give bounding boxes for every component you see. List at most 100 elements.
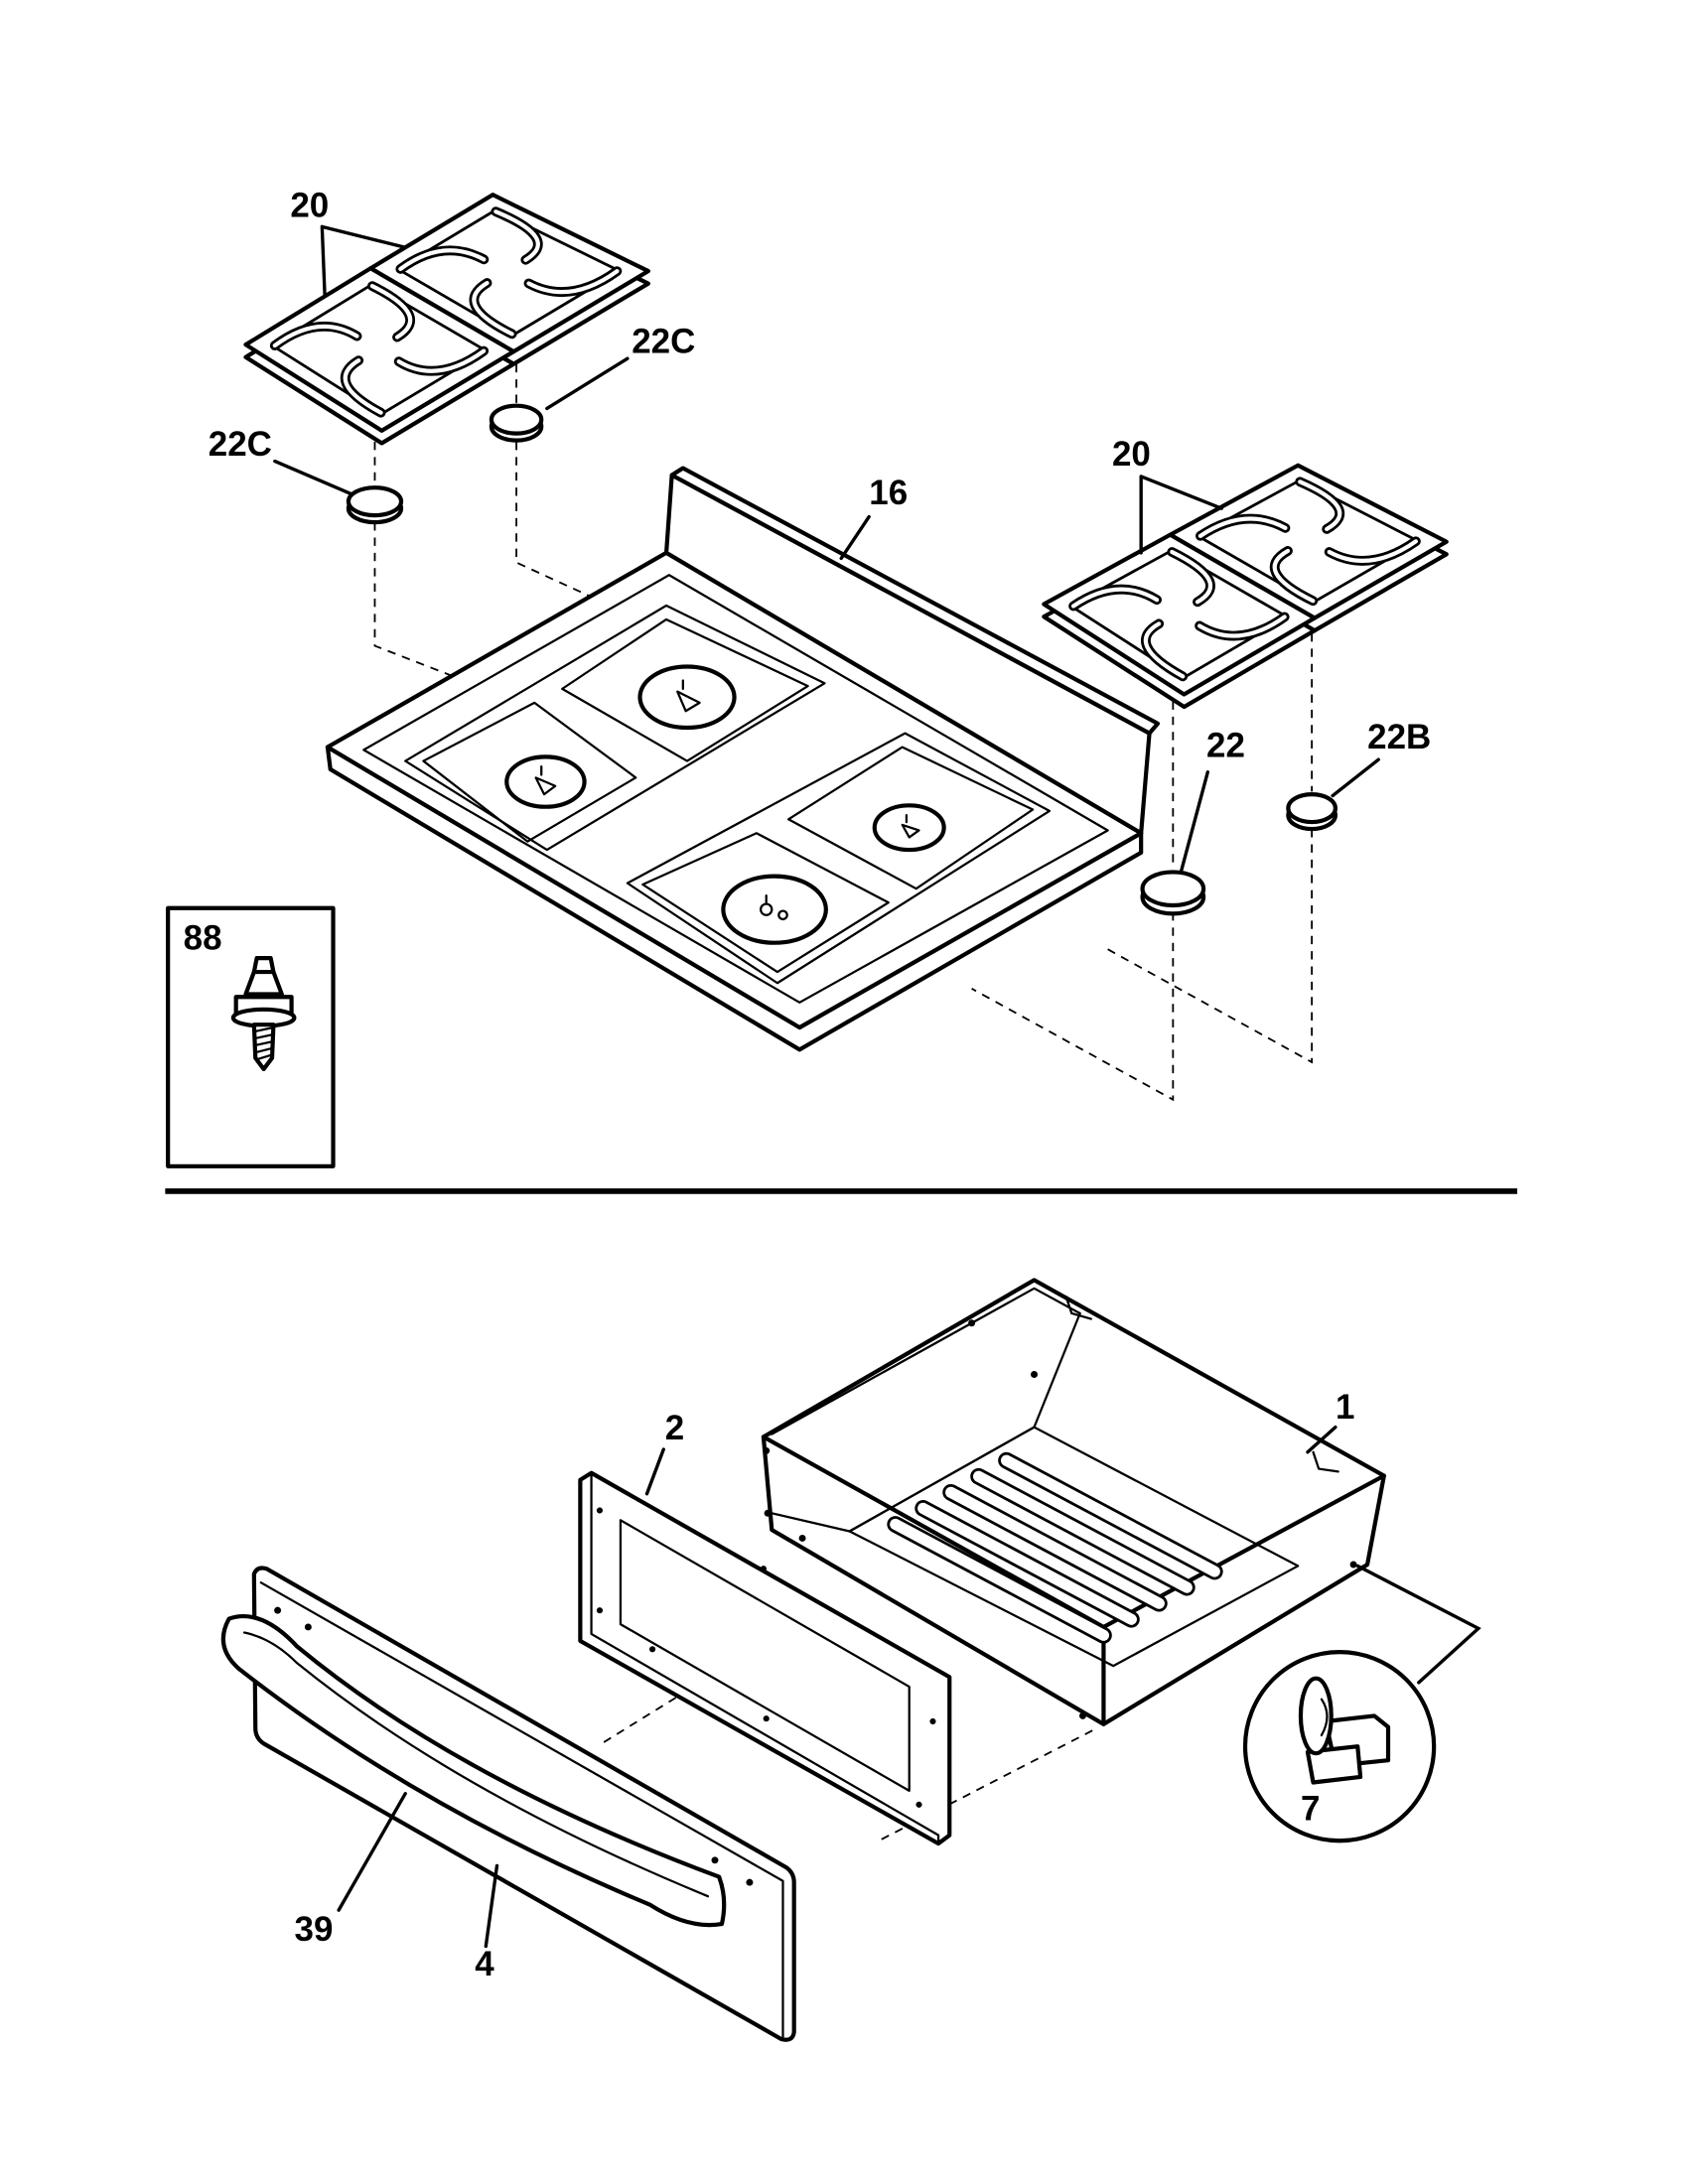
drawer-rib-face [917, 1502, 1137, 1625]
leader-line-drawer-body [1306, 1425, 1337, 1454]
screw-threads [252, 1025, 275, 1061]
callout-cooktop: 16 [869, 474, 908, 512]
burner-port-front-right [721, 874, 828, 945]
burner-caps [346, 403, 1337, 916]
rear-panel-hole [915, 1801, 922, 1808]
grate-left-back-finger-face [472, 280, 514, 337]
burner-orifice-icon [777, 909, 788, 921]
burner-well-front-right [641, 832, 890, 974]
grate-left-back-finger-face [526, 269, 620, 295]
leader-line-cap-far-right [1331, 757, 1380, 798]
callout-screw: 88 [184, 919, 222, 958]
rear-panel-hole [760, 1566, 767, 1572]
drawer-handle-highlight [242, 1631, 710, 1898]
roller-icon [1298, 1676, 1391, 1785]
rear-panel-face-edge [590, 1471, 940, 1845]
alignment-line [1102, 829, 1314, 1064]
burner-well-front-left [422, 701, 637, 843]
burner-orifice-icon [901, 813, 920, 839]
cooktop [325, 466, 1161, 1052]
screw-icon [230, 955, 297, 1072]
callout-drawer-body: 1 [1336, 1388, 1354, 1427]
grate-right-front-finger-face [1196, 614, 1287, 638]
roller-base [1305, 1744, 1363, 1785]
drawer-front-top-edge [259, 1581, 784, 2039]
drawer-body [761, 1278, 1386, 1726]
drawer-screw-hole [1078, 1711, 1086, 1719]
burner-cap-22c-left [346, 485, 404, 518]
screw-detail-frame [166, 905, 336, 1168]
cooktop-leader-lines [273, 224, 1380, 873]
grate-right-back-finger-face [1327, 539, 1419, 563]
leader-line-cap-left [273, 459, 354, 496]
callout-grates-right: 20 [1112, 435, 1151, 474]
callout-drawer-roller: 7 [1301, 1789, 1320, 1828]
grate-right-back-finger-face [1272, 548, 1316, 604]
cooktop-assembly: 20 22C 22C 16 20 22 22B 88 [166, 187, 1449, 1168]
drawer-leader-lines [337, 1425, 1337, 1949]
leader-line-handle [337, 1792, 407, 1912]
drawer-rear-notch [1064, 1296, 1092, 1320]
leader-line-rear-panel [644, 1447, 665, 1496]
grate-right-front-finger-face [1170, 549, 1213, 605]
cooktop-backsplash-top [669, 466, 1161, 736]
leader-line-cooktop [839, 514, 871, 561]
grate-left-front-frame [243, 266, 516, 433]
callout-cap-far-right: 22B [1367, 718, 1431, 756]
grate-right-back-finger-face [1298, 479, 1342, 532]
burner-cap-22b [1286, 792, 1337, 825]
drawer-screw-hole [763, 1446, 771, 1454]
drawer-screw-hole [968, 1319, 976, 1327]
drawer-side-notch [1312, 1450, 1339, 1473]
burner-well-back-left [561, 617, 809, 762]
drawer-front-hole [304, 1623, 312, 1631]
grates-right-pair [1042, 463, 1449, 710]
callout-cap-top: 22C [632, 323, 695, 361]
rear-panel-hole [648, 1646, 656, 1653]
grate-left-front-finger-face [396, 348, 487, 373]
leader-line-cap-right [1180, 770, 1209, 873]
drawer-rib-face [973, 1470, 1193, 1593]
roller-wheel-hub [1320, 1698, 1329, 1737]
leader-line-grates-right [1139, 475, 1223, 555]
leader-line-drawer-front [484, 1863, 499, 1949]
rear-panel-hole [596, 1507, 604, 1514]
grate-left-front-finger-face [272, 324, 359, 348]
drawer-rib-face [890, 1518, 1110, 1641]
alignment-line [881, 1727, 1097, 1841]
rear-panel-hole [763, 1715, 770, 1722]
drawer-floor-ribs [887, 1451, 1223, 1644]
rear-panel-window [619, 1519, 911, 1793]
alignment-line [971, 911, 1175, 1102]
drawer-rear-panel [578, 1470, 952, 1846]
drawer-back-wall-lip [771, 1287, 1081, 1435]
grate-left-front-finger-face [369, 284, 413, 340]
cooktop-top-surface [325, 550, 1144, 1030]
drawer-front-hole [746, 1878, 754, 1886]
grate-right-front-frame [1042, 532, 1318, 697]
grate-right-front-finger-face [1143, 621, 1186, 679]
drawer-screw-hole [1349, 1561, 1357, 1569]
callout-grates-left: 20 [290, 187, 329, 225]
rear-panel-hole [596, 1607, 604, 1614]
callout-drawer-front: 4 [475, 1945, 494, 1983]
rear-panel-hole [929, 1717, 936, 1725]
callout-handle: 39 [295, 1910, 334, 1949]
grate-right-back-finger-face [1197, 516, 1288, 538]
callout-cap-left: 22C [209, 425, 272, 464]
burner-orifice-icon [534, 765, 557, 796]
screw-detail-box [166, 905, 336, 1168]
drawer-front-hole [711, 1856, 719, 1864]
grate-left-front-finger-face [343, 358, 383, 415]
burner-orifice-icon [676, 679, 701, 713]
drawer-screw-hole [1031, 1371, 1039, 1378]
burner-well-back-right [786, 746, 1035, 890]
drawer-screw-hole [764, 1509, 772, 1517]
leader-line-cap-top [545, 356, 630, 411]
drawer-rib-face [1000, 1454, 1220, 1577]
callout-cap-right: 22 [1206, 726, 1245, 764]
drawer-screw-hole [798, 1534, 806, 1542]
drawer-rib-face [945, 1486, 1165, 1609]
grate-left-back-finger-face [493, 209, 540, 262]
grate-left-back-finger-face [398, 248, 487, 272]
